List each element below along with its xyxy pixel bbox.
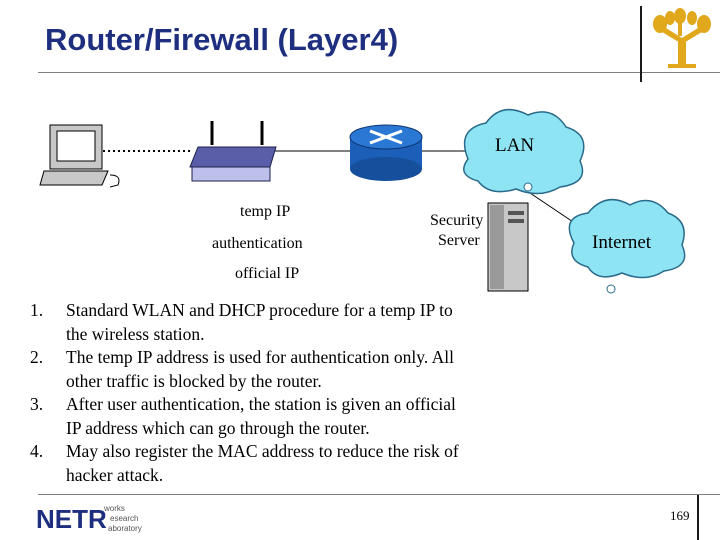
security-server-icon <box>487 202 529 292</box>
footer-divider <box>38 494 720 495</box>
step-number: 1. <box>30 300 44 320</box>
step-item: 3. After user authentication, the statio… <box>30 393 540 440</box>
step-text-line: the wireless station. <box>66 323 205 344</box>
step-number: 2. <box>30 347 44 367</box>
title-divider <box>38 72 720 73</box>
router-icon <box>349 124 423 181</box>
netrl-logo-research: esearch <box>110 514 138 523</box>
step-text-line: Standard WLAN and DHCP procedure for a t… <box>66 300 453 320</box>
netrl-logo-laboratory: aboratory <box>108 524 142 533</box>
step-text-line: After user authentication, the station i… <box>66 394 456 414</box>
step-number: 3. <box>30 394 44 414</box>
temp-ip-label: temp IP <box>240 203 290 220</box>
internet-cloud <box>568 198 686 294</box>
netrl-logo: NETR works esearch aboratory <box>36 504 142 533</box>
slide-title: Router/Firewall (Layer4) <box>45 22 399 57</box>
step-text-line: The temp IP address is used for authenti… <box>66 347 454 367</box>
footer-vertical-divider <box>697 495 699 540</box>
network-diagram: LAN Internet Security Server temp IP aut… <box>39 108 686 294</box>
netrl-logo-main: NETR <box>36 504 107 533</box>
step-text-line: May also register the MAC address to red… <box>66 441 459 461</box>
official-ip-label: official IP <box>235 265 299 282</box>
step-text-line: hacker attack. <box>66 464 164 485</box>
lan-label: LAN <box>495 135 534 156</box>
step-item: 2. The temp IP address is used for authe… <box>30 346 540 393</box>
title-vertical-divider <box>640 6 642 82</box>
university-tree-logo <box>653 8 711 68</box>
step-item: 4. May also register the MAC address to … <box>30 440 540 487</box>
netrl-logo-works: works <box>103 504 125 513</box>
steps-list: 1. Standard WLAN and DHCP procedure for … <box>30 299 540 487</box>
step-item: 1. Standard WLAN and DHCP procedure for … <box>30 299 540 346</box>
step-text-line: other traffic is blocked by the router. <box>66 370 322 391</box>
lan-cloud <box>463 108 585 195</box>
step-text-line: IP address which can go through the rout… <box>66 417 370 438</box>
security-server-label-line2: Server <box>438 232 480 249</box>
step-number: 4. <box>30 441 44 461</box>
internet-label: Internet <box>592 232 652 253</box>
access-point-icon <box>189 121 277 182</box>
security-server-label-line1: Security <box>430 212 483 229</box>
authentication-label: authentication <box>212 235 303 252</box>
workstation-icon <box>39 124 120 188</box>
page-number: 169 <box>670 508 690 523</box>
